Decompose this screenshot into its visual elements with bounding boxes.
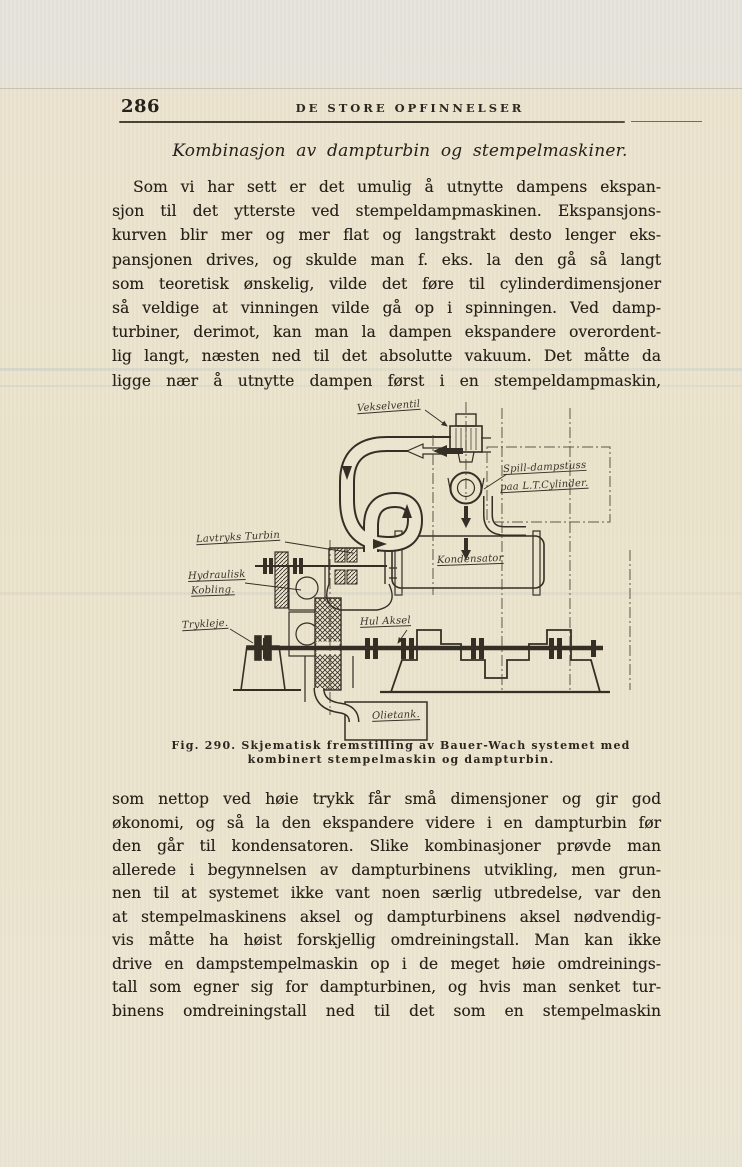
section-title: Kombinasjon av dampturbin og stempelmask… [172, 141, 628, 161]
text-line: vis måtte ha høist forskjellig omdreinin… [112, 931, 661, 949]
text-line: nen til at systemet ikke vant noen særli… [112, 884, 661, 902]
text-line: turbiner, derimot, kan man la dampen eks… [112, 323, 661, 342]
label-condenser: Kondensator [436, 552, 504, 567]
text-line: lig langt, næsten ned til det absolutte … [112, 347, 661, 366]
text-line: allerede i begynnelsen av dampturbinens … [112, 860, 661, 879]
label-hollow-shaft: Hul Aksel [359, 615, 412, 628]
text-line: drive en dampstempelmaskin op i de meget… [112, 954, 661, 973]
text-line: økonomi, og så la den ekspandere videre … [112, 813, 661, 832]
text-line: så veldige at vinningen vilde gå op i sp… [112, 299, 661, 318]
label-oil-tank: Olietank. [371, 709, 421, 722]
paragraph-2: som nettop ved høie trykk får små dimens… [112, 788, 661, 1023]
page-number: 286 [121, 96, 161, 117]
running-header: DE STORE OPFINNELSER [295, 101, 525, 115]
text-line: pansjonen drives, og skulde man f. eks. … [112, 250, 661, 269]
figure-diagram [229, 402, 631, 741]
figure-caption: Fig. 290. Skjematisk fremstilling av Bau… [131, 739, 671, 766]
paragraph-1: Som vi har sett er det umulig å utnytte … [112, 175, 661, 393]
text-line: som nettop ved høie trykk får små dimens… [112, 790, 661, 808]
caption-line: Fig. 290. Skjematisk fremstilling av Bau… [171, 739, 631, 752]
caption-line: kombinert stempelmaskin og dampturbin. [247, 752, 555, 766]
label-coupling: Kobling. [190, 584, 235, 597]
text-line: den går til kondensatoren. Slike kombina… [112, 837, 661, 855]
label-hydraulic: Hydraulisk [187, 568, 246, 583]
text-line: ligge nær å utnytte dampen først i en st… [112, 371, 661, 390]
page-top-edge [0, 88, 742, 89]
text-line: som teoretisk ønskelig, vilde det føre t… [112, 274, 661, 293]
text-line: at stempelmaskinens aksel og dampturbine… [112, 907, 661, 926]
header-rule-segment [631, 121, 702, 122]
text-line: tall som egner sig for dampturbinen, og … [112, 978, 661, 996]
text-line: binens omdreiningstall ned til det som e… [112, 1001, 661, 1020]
header-rule [119, 121, 625, 123]
text-line: sjon til det ytterste ved stempeldampmas… [112, 202, 661, 221]
text-line: Som vi har sett er det umulig å utnytte … [133, 178, 661, 196]
text-line: kurven blir mer og mer flat og langstrak… [112, 226, 661, 245]
